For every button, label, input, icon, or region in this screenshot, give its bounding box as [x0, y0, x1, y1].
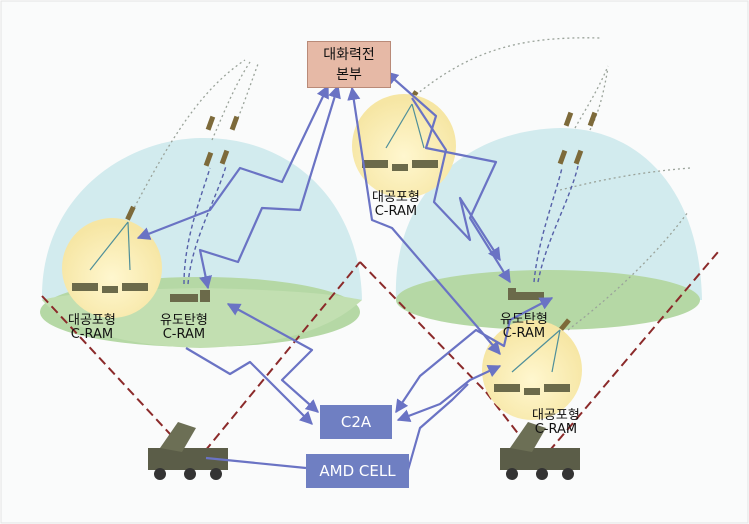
amd-cell-box: AMD CELL [306, 454, 409, 488]
left-guided-label: 유도탄형 C-RAM [160, 313, 208, 342]
radar-truck-left [148, 422, 228, 480]
counter-fire-hq-box: 대화력전 본부 [307, 41, 391, 88]
top-cram-label: 대공포형 C-RAM [372, 190, 420, 219]
left-cram-label: 대공포형 C-RAM [68, 313, 116, 342]
communication-links [136, 71, 554, 471]
c2a-box: C2A [320, 405, 392, 439]
right-guided-label: 유도탄형 C-RAM [500, 312, 548, 341]
right-cram-label: 대공포형 C-RAM [532, 408, 580, 437]
radar-truck-right [500, 422, 580, 480]
hq-label-line2: 본부 [336, 67, 362, 83]
hq-label-line1: 대화력전 [323, 47, 375, 63]
